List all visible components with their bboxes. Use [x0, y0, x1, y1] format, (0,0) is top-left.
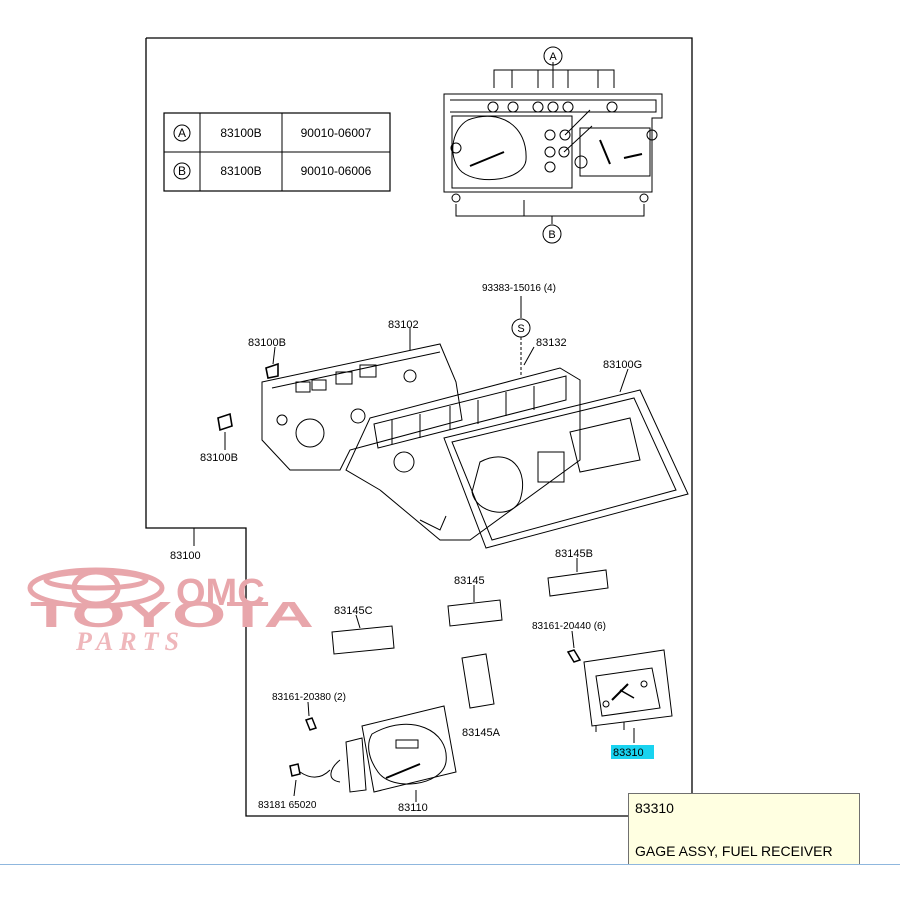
- label-93383-15016[interactable]: 93383-15016 (4): [482, 283, 556, 294]
- table-bolt-b[interactable]: 90010-06006: [301, 164, 372, 178]
- table-mark-a: A: [178, 126, 186, 140]
- label-83100b-top[interactable]: 83100B: [248, 337, 286, 349]
- label-83100[interactable]: 83100: [170, 550, 201, 562]
- callout-b-circle: [542, 224, 562, 244]
- meter-housing-exploded: [217, 343, 689, 549]
- callout-a: A: [549, 51, 557, 63]
- callout-a-circle: [543, 46, 563, 66]
- tooltip-part-description: GAGE ASSY, FUEL RECEIVER: [635, 843, 833, 859]
- label-83145c[interactable]: 83145C: [334, 605, 373, 617]
- meter-rear-view: [443, 62, 663, 224]
- lens-covers: [331, 569, 609, 709]
- table-bolt-a[interactable]: 90010-06007: [301, 126, 372, 140]
- tooltip-part-code: 83310: [635, 800, 674, 816]
- diagram-frame: [145, 37, 693, 817]
- speedometer: [289, 705, 457, 793]
- label-83161-20440[interactable]: 83161-20440 (6): [532, 621, 606, 632]
- label-83181-65020[interactable]: 83181 65020: [258, 800, 317, 811]
- callout-b: B: [548, 229, 555, 241]
- label-83145b[interactable]: 83145B: [555, 548, 593, 560]
- label-83145a[interactable]: 83145A: [462, 727, 501, 739]
- label-83310[interactable]: 83310: [613, 747, 644, 759]
- table-part-a[interactable]: 83100B: [220, 126, 261, 140]
- bolt-reference-table: A 83100B 90010-06007 B 83100B 90010-0600…: [163, 112, 391, 192]
- screw-callout-mark: S: [517, 323, 524, 335]
- part-tooltip: 83310 GAGE ASSY, FUEL RECEIVER: [628, 793, 860, 865]
- table-mark-b: B: [178, 164, 186, 178]
- fuel-gauge: [566, 649, 673, 732]
- label-83145[interactable]: 83145: [454, 575, 485, 587]
- watermark-toyota: TOYOTA: [30, 594, 314, 635]
- label-83102[interactable]: 83102: [388, 319, 419, 331]
- watermark-omc: OMC: [176, 572, 265, 614]
- omc-toyota-logo: OMC TOYOTA PARTS: [27, 567, 314, 656]
- label-83100g[interactable]: 83100G: [603, 359, 642, 371]
- label-83100b-bottom[interactable]: 83100B: [200, 452, 238, 464]
- label-83132[interactable]: 83132: [536, 337, 567, 349]
- table-part-b[interactable]: 83100B: [220, 164, 261, 178]
- label-83161-20380[interactable]: 83161-20380 (2): [272, 692, 346, 703]
- highlight-83310: [611, 745, 654, 759]
- watermark-parts: PARTS: [75, 627, 185, 656]
- window-divider: [0, 864, 900, 865]
- label-83110[interactable]: 83110: [398, 802, 428, 814]
